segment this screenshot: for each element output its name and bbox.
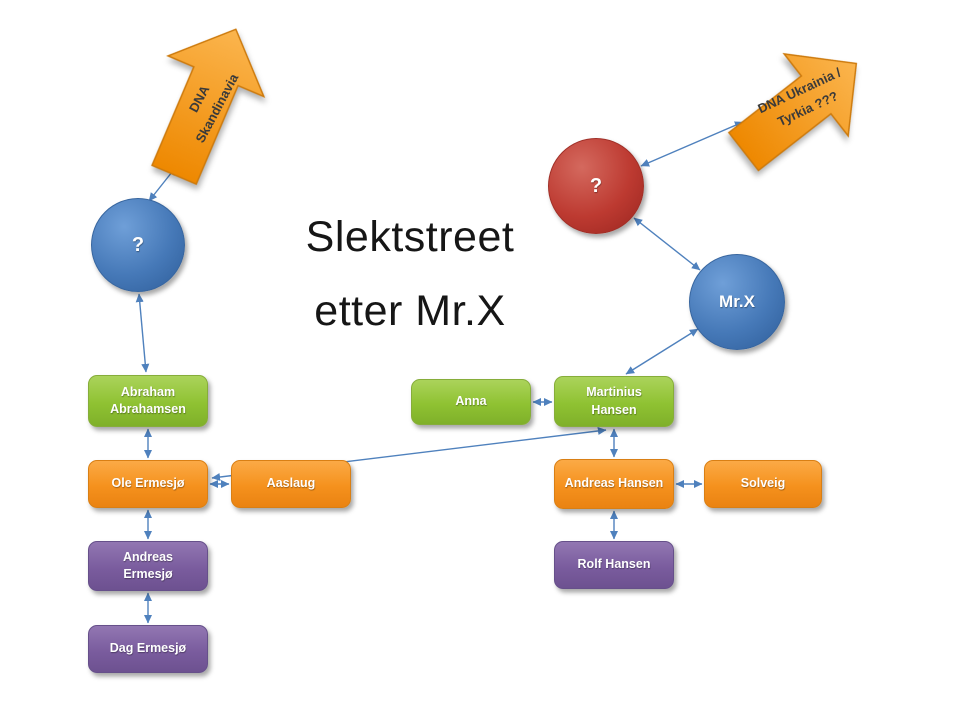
node-label: Martinius Hansen <box>586 385 642 417</box>
node-label: Ole Ermesjø <box>111 476 185 491</box>
node-mrx: Mr.X <box>689 254 785 350</box>
node-dag-ermesjo: Dag Ermesjø <box>88 625 208 673</box>
title-line2: etter Mr.X <box>314 287 506 335</box>
block-arrow-shape <box>727 52 858 172</box>
node-abraham-abrahamsen: Abraham Abrahamsen <box>88 375 208 427</box>
node-label: Abraham Abrahamsen <box>110 384 186 417</box>
node-label: Mr.X <box>719 292 755 312</box>
node-martinius-hansen: Martinius Hansen <box>554 376 674 427</box>
node-label: Rolf Hansen <box>577 557 651 572</box>
node-label: Andreas Ermesjø <box>122 549 174 582</box>
node-ole-ermesjo: Ole Ermesjø <box>88 460 208 508</box>
node-label: Anna <box>455 394 487 409</box>
node-unknown-ancestor-left: ? <box>91 198 185 292</box>
node-label: Aaslaug <box>266 476 316 491</box>
dna-ukrainia-arrow <box>709 20 891 196</box>
node-unknown-ancestor-right: ? <box>548 138 644 234</box>
connector-mrx-unknownright <box>633 217 701 271</box>
node-rolf-hansen: Rolf Hansen <box>554 541 674 589</box>
node-label: ? <box>589 175 603 197</box>
node-anna: Anna <box>411 379 531 425</box>
node-label: Dag Ermesjø <box>109 641 187 656</box>
connector-martinius-mrx <box>625 328 699 375</box>
node-andreas-hansen: Andreas Hansen <box>554 459 674 509</box>
dna-skandinavia-arrow <box>123 7 287 197</box>
title-line1: Slektstreet <box>305 213 515 261</box>
node-label: Solveig <box>740 476 786 491</box>
block-arrow-shape <box>151 28 266 186</box>
node-label: Andreas Hansen <box>564 476 664 491</box>
connector-abraham-unknownleft <box>135 293 150 373</box>
node-aaslaug: Aaslaug <box>231 460 351 508</box>
node-label: ? <box>131 234 145 256</box>
node-andreas-ermesjo: Andreas Ermesjø <box>88 541 208 591</box>
slide-title: Slektstreet etter Mr.X <box>245 200 575 348</box>
node-solveig: Solveig <box>704 460 822 508</box>
